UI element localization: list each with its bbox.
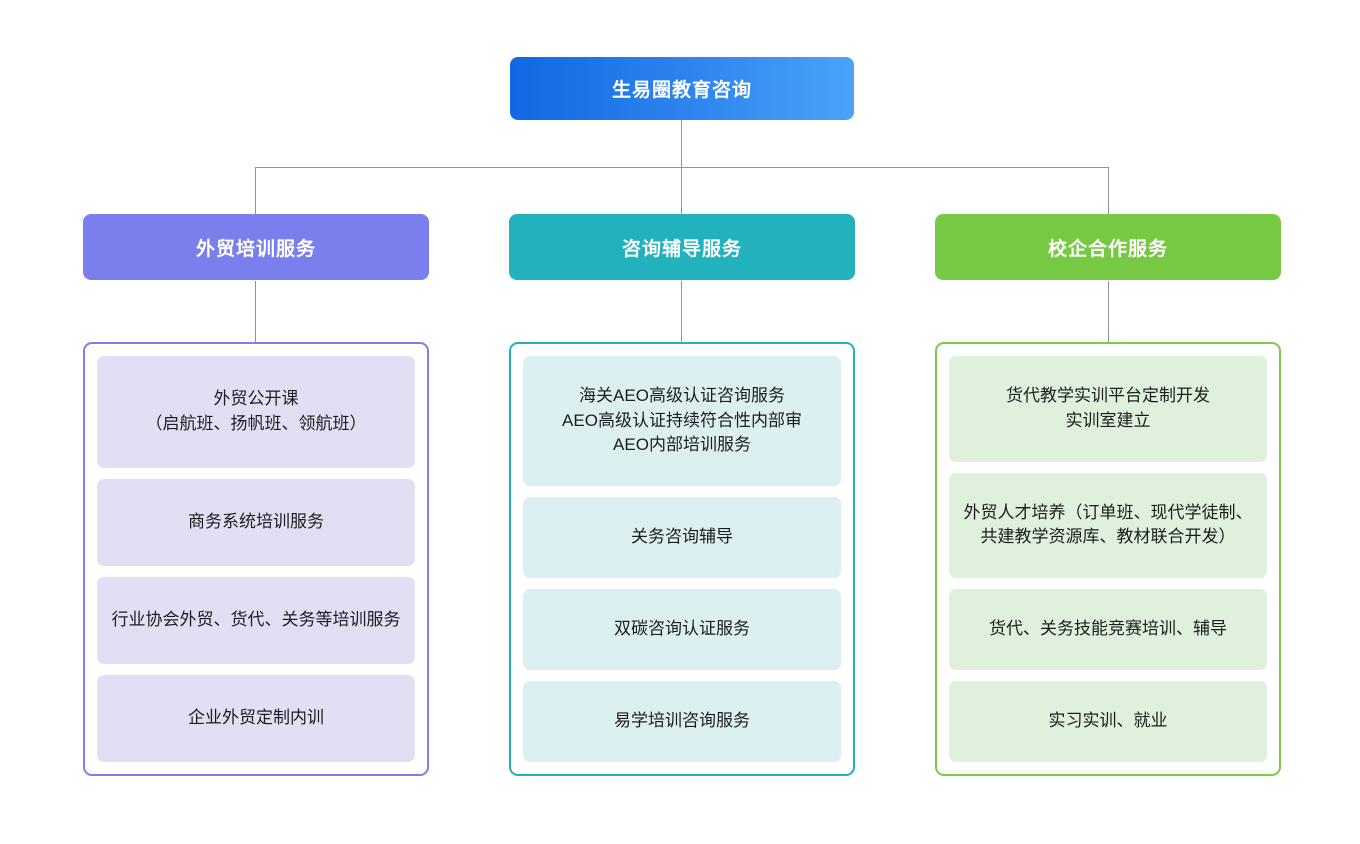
branch-item[interactable]: 货代、关务技能竞赛培训、辅导 [949, 589, 1267, 671]
connector-drop-branch-1 [255, 167, 256, 215]
branch-item[interactable]: 行业协会外贸、货代、关务等培训服务 [97, 576, 415, 664]
branch-header-3[interactable]: 校企合作服务 [935, 214, 1281, 280]
branch-item[interactable]: 企业外贸定制内训 [97, 674, 415, 763]
connector-drop-branch-3 [1108, 167, 1109, 215]
branch-item[interactable]: 商务系统培训服务 [97, 478, 415, 566]
branch-body-1: 外贸公开课 （启航班、扬帆班、领航班） 商务系统培训服务 行业协会外贸、货代、关… [83, 342, 429, 776]
branch-item[interactable]: 外贸公开课 （启航班、扬帆班、领航班） [97, 356, 415, 468]
branch-header-2[interactable]: 咨询辅导服务 [509, 214, 855, 280]
branch-item[interactable]: 货代教学实训平台定制开发 实训室建立 [949, 356, 1267, 462]
branch-item[interactable]: 关务咨询辅导 [523, 497, 841, 579]
branch-column-consulting-guidance: 咨询辅导服务 海关AEO高级认证咨询服务 AEO高级认证持续符合性内部审 AEO… [509, 214, 855, 776]
branch-item[interactable]: 双碳咨询认证服务 [523, 589, 841, 671]
branch-body-2: 海关AEO高级认证咨询服务 AEO高级认证持续符合性内部审 AEO内部培训服务 … [509, 342, 855, 776]
branch-column-school-enterprise: 校企合作服务 货代教学实训平台定制开发 实训室建立 外贸人才培养（订单班、现代学… [935, 214, 1281, 776]
branch-item[interactable]: 易学培训咨询服务 [523, 681, 841, 763]
connector-horizontal-bus [255, 167, 1108, 168]
branch-item[interactable]: 实习实训、就业 [949, 681, 1267, 763]
branch-item[interactable]: 海关AEO高级认证咨询服务 AEO高级认证持续符合性内部审 AEO内部培训服务 [523, 356, 841, 487]
branch-header-1[interactable]: 外贸培训服务 [83, 214, 429, 280]
branch-body-3: 货代教学实训平台定制开发 实训室建立 外贸人才培养（订单班、现代学徒制、共建教学… [935, 342, 1281, 776]
connector-root-stem [681, 120, 682, 167]
branch-header-label-2: 咨询辅导服务 [621, 238, 742, 260]
connector-header-to-body-3 [1108, 281, 1109, 343]
connector-header-to-body-1 [255, 281, 256, 343]
root-node-label: 生易圈教育咨询 [611, 80, 752, 101]
root-node[interactable]: 生易圈教育咨询 [510, 57, 854, 120]
branch-item[interactable]: 外贸人才培养（订单班、现代学徒制、共建教学资源库、教材联合开发） [949, 472, 1267, 579]
connector-header-to-body-2 [681, 281, 682, 343]
branch-header-label-1: 外贸培训服务 [195, 238, 316, 260]
connector-drop-branch-2 [681, 167, 682, 215]
branch-header-label-3: 校企合作服务 [1047, 238, 1168, 260]
branch-column-foreign-trade-training: 外贸培训服务 外贸公开课 （启航班、扬帆班、领航班） 商务系统培训服务 行业协会… [83, 214, 429, 776]
